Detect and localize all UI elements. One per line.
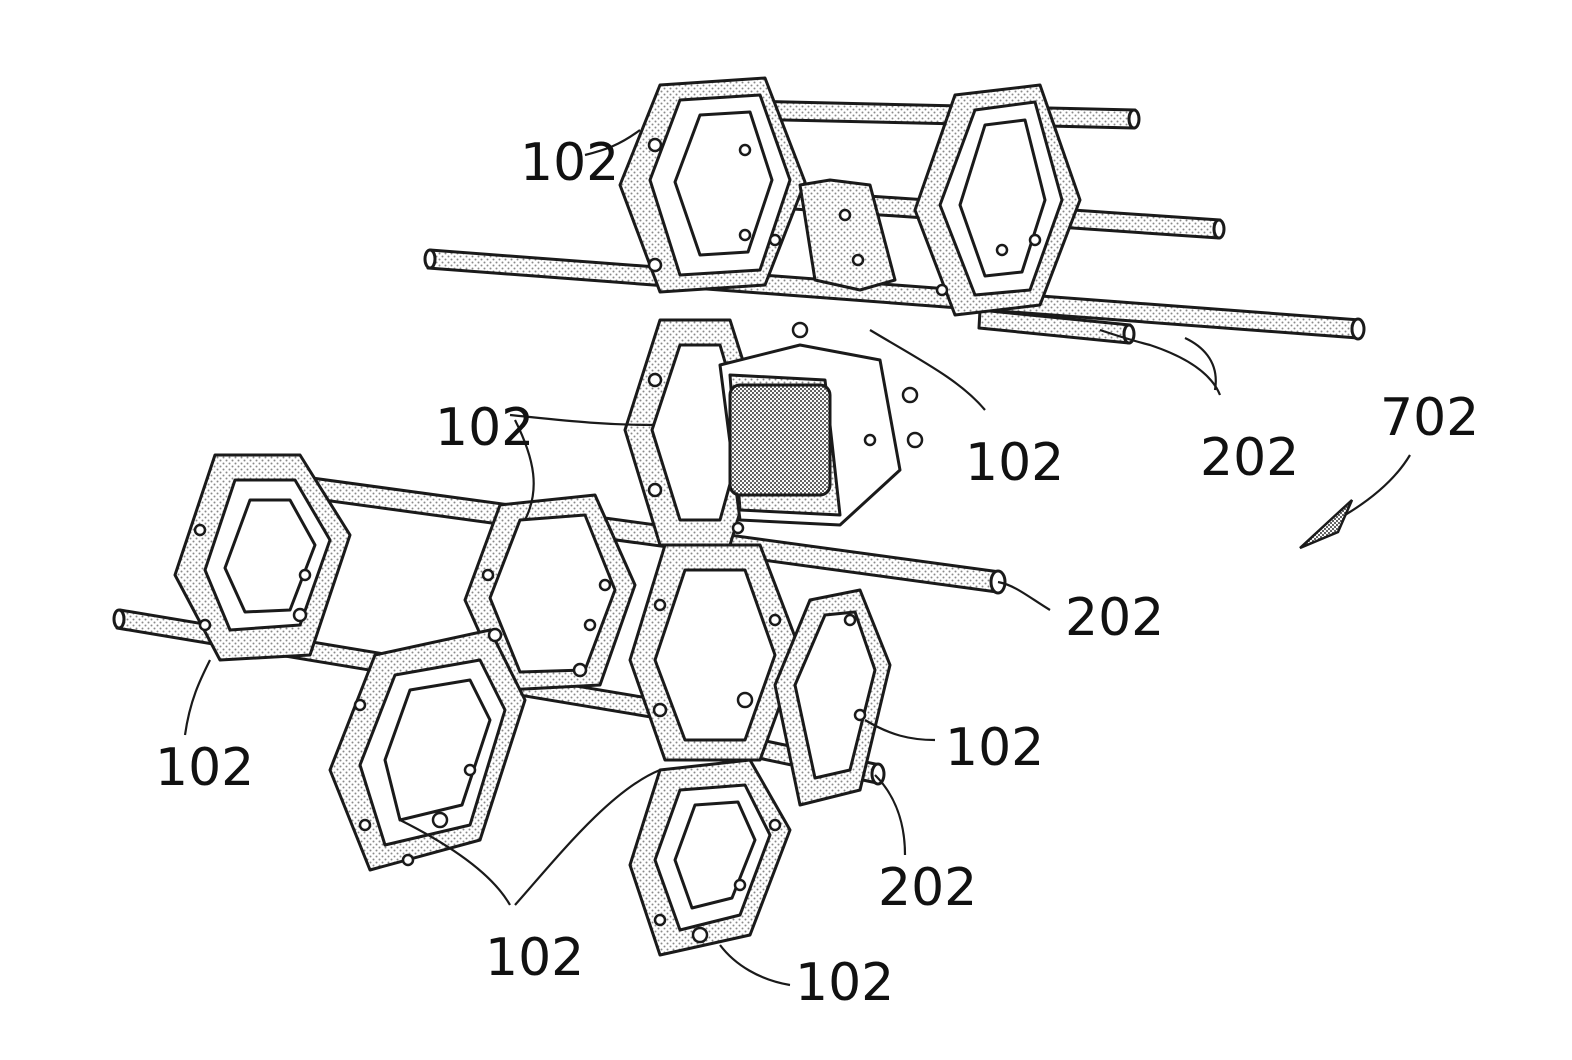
hex-module xyxy=(630,545,800,760)
rod xyxy=(425,250,1364,339)
reference-label-102: 102 xyxy=(435,398,534,458)
reference-label-202: 202 xyxy=(878,858,977,918)
reference-label-102: 102 xyxy=(945,718,1044,778)
hex-module xyxy=(630,760,790,955)
motor-block xyxy=(720,323,922,525)
reference-label-102: 102 xyxy=(155,738,254,798)
reference-label-102: 102 xyxy=(485,928,584,988)
assembly-arrow xyxy=(1300,455,1410,548)
assembly-label-702: 702 xyxy=(1380,388,1479,448)
reference-label-202: 202 xyxy=(1065,588,1164,648)
reference-label-102: 102 xyxy=(965,433,1064,493)
reference-label-102: 102 xyxy=(795,953,894,1013)
reference-label-102: 102 xyxy=(520,133,619,193)
hex-module xyxy=(620,78,805,292)
reference-label-202: 202 xyxy=(1200,428,1299,488)
